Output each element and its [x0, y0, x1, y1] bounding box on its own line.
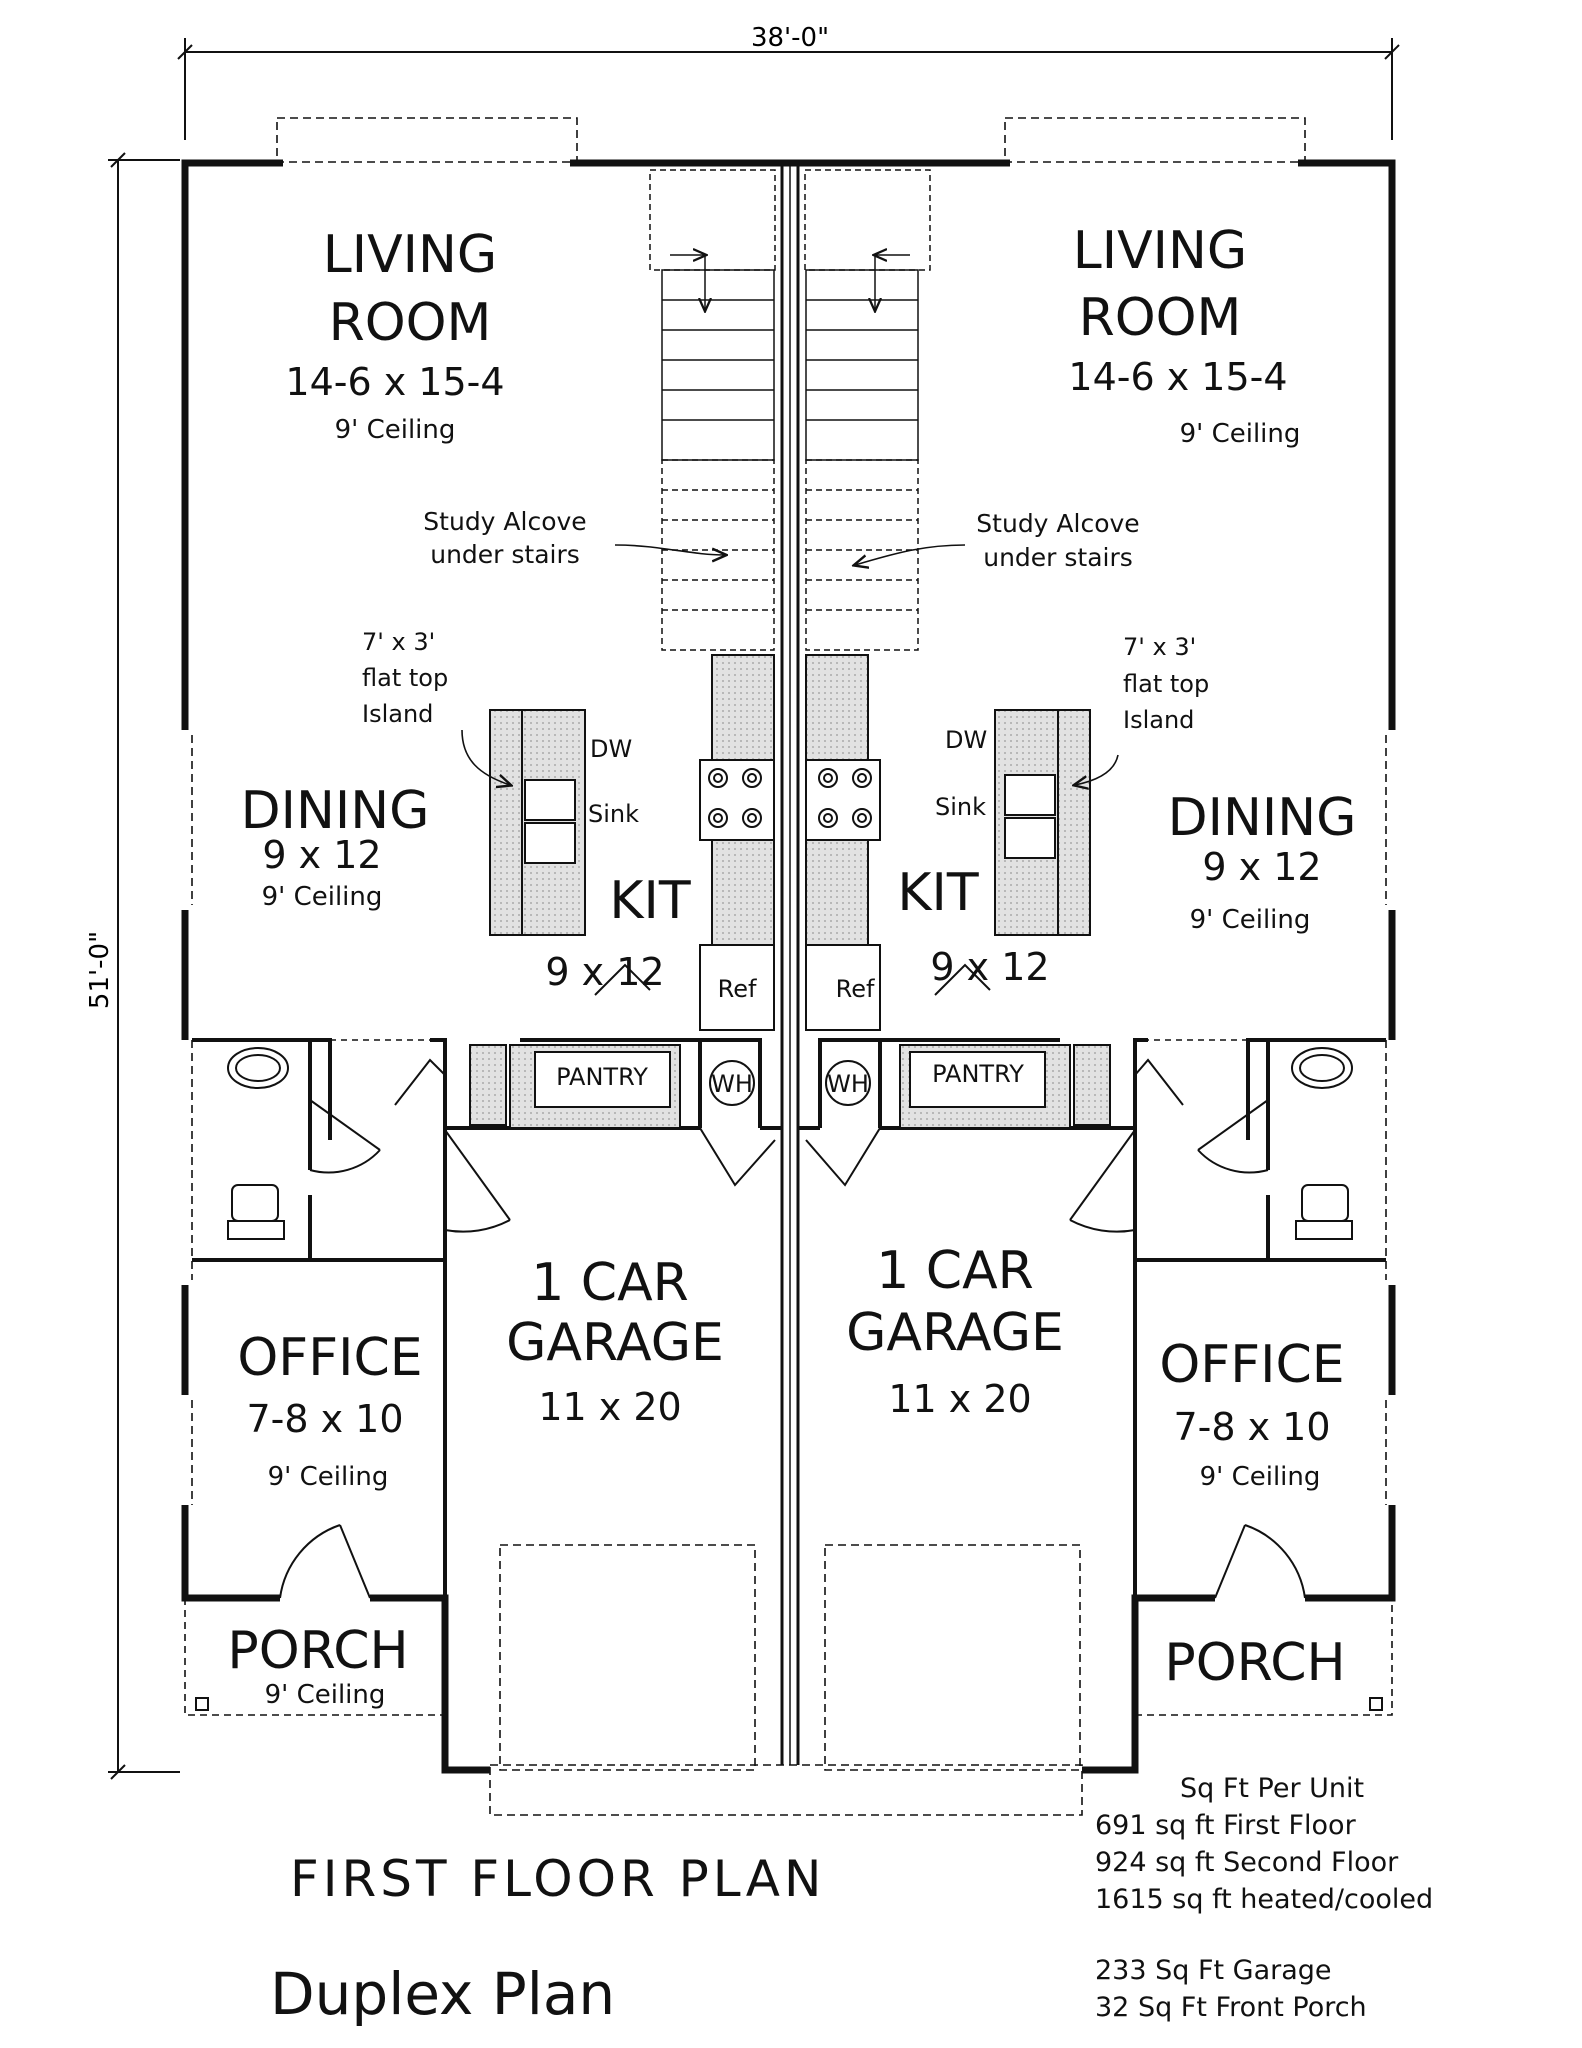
left-garage-title-2: GARAGE [506, 1313, 724, 1373]
plan-subtitle: Duplex Plan [270, 1960, 616, 2028]
sqft-first-floor: 691 sq ft First Floor [1095, 1810, 1356, 1841]
right-wh-label: WH [827, 1070, 869, 1098]
stairs-right [804, 169, 931, 651]
left-garage-size: 11 x 20 [538, 1385, 681, 1429]
dimension-lines [108, 38, 1400, 1780]
right-unit-labels: LIVING ROOM 14-6 x 15-4 9' Ceiling Study… [827, 221, 1356, 1693]
right-office-title: OFFICE [1159, 1335, 1344, 1395]
right-garage-title-1: 1 CAR [876, 1241, 1034, 1301]
right-kitchen-size: 9 x 12 [930, 945, 1049, 989]
left-porch-title: PORCH [227, 1621, 408, 1681]
left-office-title: OFFICE [237, 1328, 422, 1388]
left-dining-size: 9 x 12 [262, 833, 381, 877]
note-arrows [461, 544, 1119, 785]
right-dw-label: DW [945, 726, 987, 754]
right-island-note-3: Island [1123, 706, 1194, 734]
right-living-title-1: LIVING [1073, 221, 1247, 281]
porch-outlines [184, 1598, 1393, 1716]
right-garage-title-2: GARAGE [846, 1303, 1064, 1363]
left-wh-label: WH [711, 1070, 753, 1098]
left-garage-title-1: 1 CAR [531, 1253, 689, 1313]
right-island-note-2: flat top [1123, 670, 1209, 698]
right-pantry-label: PANTRY [932, 1060, 1024, 1088]
right-dining-title: DINING [1168, 788, 1357, 848]
porch-posts [195, 1697, 1383, 1711]
left-living-title-2: ROOM [329, 293, 492, 353]
sqft-heated: 1615 sq ft heated/cooled [1095, 1884, 1434, 1915]
stairs-left [649, 169, 776, 651]
left-sink-label: Sink [588, 800, 639, 828]
right-dining-ceiling: 9' Ceiling [1190, 905, 1311, 935]
right-kitchen-title: KIT [897, 863, 978, 923]
left-office-ceiling: 9' Ceiling [268, 1462, 389, 1492]
party-wall [780, 163, 800, 1765]
left-ref-label: Ref [718, 975, 757, 1003]
left-dw-label: DW [590, 735, 632, 763]
right-dining-size: 9 x 12 [1202, 845, 1321, 889]
left-living-title-1: LIVING [323, 225, 497, 285]
left-living-ceiling: 9' Ceiling [335, 415, 456, 445]
plan-title: FIRST FLOOR PLAN [290, 1850, 826, 1908]
left-study-note-2: under stairs [430, 540, 580, 569]
left-porch-ceiling: 9' Ceiling [265, 1680, 386, 1710]
left-kitchen-title: KIT [609, 871, 690, 931]
exterior-walls [181, 159, 1396, 1774]
right-garage-size: 11 x 20 [888, 1377, 1031, 1421]
garage-doors [499, 1544, 1081, 1771]
sqft-second-floor: 924 sq ft Second Floor [1095, 1847, 1399, 1878]
left-kitchen-size: 9 x 12 [545, 950, 664, 994]
right-island-note-1: 7' x 3' [1123, 633, 1196, 661]
left-dining-title: DINING [241, 781, 430, 841]
kitchen-counters-left [469, 654, 775, 1129]
right-living-ceiling: 9' Ceiling [1180, 419, 1301, 449]
sqft-garage: 233 Sq Ft Garage [1095, 1955, 1332, 1986]
sqft-porch: 32 Sq Ft Front Porch [1095, 1992, 1367, 2023]
sqft-heading: Sq Ft Per Unit [1180, 1773, 1365, 1804]
right-study-note-1: Study Alcove [976, 509, 1139, 538]
right-office-size: 7-8 x 10 [1173, 1405, 1330, 1449]
right-sink-label: Sink [935, 793, 986, 821]
overall-width-label: 38'-0" [751, 23, 829, 53]
right-ref-label: Ref [836, 975, 875, 1003]
left-island-note-3: Island [362, 700, 433, 728]
dashed-outlines [191, 117, 1387, 1816]
left-living-size: 14-6 x 15-4 [285, 360, 504, 404]
left-island-note-2: flat top [362, 664, 448, 692]
left-office-size: 7-8 x 10 [246, 1397, 403, 1441]
water-heaters [709, 1060, 871, 1106]
left-pantry-label: PANTRY [556, 1063, 648, 1091]
door-swings [279, 963, 1306, 1599]
left-study-note-1: Study Alcove [423, 507, 586, 536]
left-island-note-1: 7' x 3' [362, 628, 435, 656]
bath-fixtures [227, 1047, 1353, 1240]
right-porch-title: PORCH [1164, 1633, 1345, 1693]
right-living-title-2: ROOM [1079, 288, 1242, 348]
right-office-ceiling: 9' Ceiling [1200, 1462, 1321, 1492]
left-dining-ceiling: 9' Ceiling [262, 882, 383, 912]
kitchen-counters-right [805, 654, 1111, 1129]
left-unit-labels: LIVING ROOM 14-6 x 15-4 9' Ceiling Study… [227, 225, 757, 1710]
right-living-size: 14-6 x 15-4 [1068, 355, 1287, 399]
right-study-note-2: under stairs [983, 543, 1133, 572]
overall-depth-label: 51'-0" [85, 931, 115, 1009]
